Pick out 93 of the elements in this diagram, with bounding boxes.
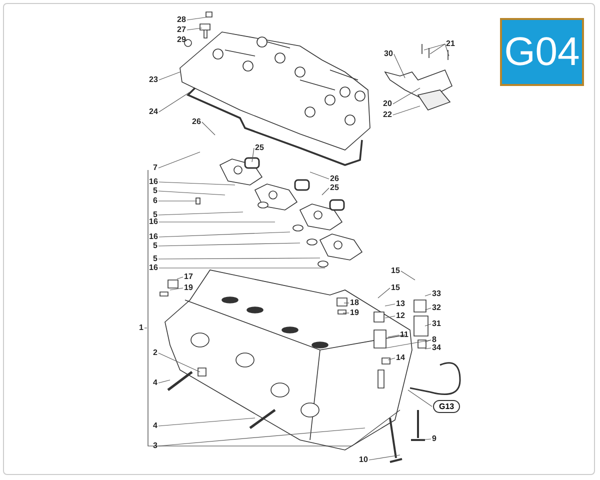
leader-line — [384, 316, 396, 318]
callout-number: 24 — [149, 107, 158, 117]
callout-number: 26 — [192, 117, 201, 127]
callout-number: 20 — [383, 99, 392, 109]
callout-number: 15 — [391, 266, 400, 276]
leader-line — [368, 454, 400, 460]
leader-line — [170, 288, 184, 290]
callout-number: 16 — [149, 263, 158, 273]
leader-line — [158, 380, 170, 384]
leader-line — [158, 72, 180, 80]
callout-number: 21 — [446, 39, 455, 49]
leader-line — [158, 152, 200, 168]
callout-number: 33 — [432, 289, 441, 299]
callout-number: 12 — [396, 311, 405, 321]
callout-number: 5 — [153, 186, 158, 196]
leader-line — [408, 390, 432, 407]
leader-line — [420, 438, 432, 440]
callout-number: 1 — [139, 323, 144, 333]
callout-number: 5 — [153, 241, 158, 251]
callout-number: 11 — [400, 330, 408, 340]
leader-line — [392, 88, 420, 104]
callout-number: 25 — [255, 143, 264, 153]
leader-line — [394, 54, 406, 78]
leader-line — [158, 92, 190, 112]
leader-line — [388, 358, 396, 360]
leader-line — [322, 188, 330, 196]
callout-number: 32 — [432, 303, 441, 313]
callout-number: 30 — [384, 49, 393, 59]
leader-line — [344, 302, 350, 304]
callout-number: 10 — [359, 455, 368, 465]
leader-line — [444, 44, 450, 56]
leader-line — [202, 122, 216, 136]
leader-line — [158, 200, 198, 202]
callout-number: 13 — [396, 299, 405, 309]
leader-line — [388, 334, 400, 338]
leader-line — [158, 182, 236, 186]
callout-number: 18 — [350, 298, 359, 308]
leader-line — [424, 44, 446, 50]
leader-line — [158, 212, 244, 216]
callout-number: 8 — [432, 335, 436, 345]
leader-line — [430, 44, 446, 54]
leader-line — [424, 294, 432, 296]
callout-number: 3 — [153, 441, 158, 451]
callout-number: 29 — [177, 35, 186, 45]
leader-line — [424, 340, 432, 342]
leader-line — [158, 190, 226, 196]
callout-number: 25 — [330, 183, 339, 193]
leader-line — [342, 312, 350, 314]
callout-number: 16 — [149, 177, 158, 187]
page-code-badge: G04 — [500, 18, 584, 86]
leader-line — [386, 340, 432, 348]
callout-number: 16 — [149, 217, 158, 227]
callout-number: 9 — [432, 434, 436, 444]
leader-line — [424, 308, 432, 310]
callout-number: 31 — [432, 319, 441, 329]
callout-number: 34 — [432, 343, 441, 353]
callout-number: 15 — [391, 283, 400, 293]
leader-line — [424, 324, 432, 326]
leader-line — [392, 106, 420, 116]
callout-number: 14 — [396, 353, 405, 363]
leader-line — [158, 352, 200, 372]
callout-number: 4 — [153, 421, 158, 431]
leader-line — [176, 276, 184, 280]
callout-number: 2 — [153, 348, 158, 358]
callout-number: 26 — [330, 174, 339, 184]
leader-line — [158, 428, 366, 446]
callout-number: 27 — [177, 25, 186, 35]
leader-line — [186, 28, 202, 30]
leader-line — [252, 148, 254, 162]
leader-line — [384, 304, 396, 306]
leader-line — [186, 16, 208, 20]
cylinder-head-exploded-drawing — [160, 12, 461, 463]
callout-number: 5 — [153, 254, 158, 264]
leader-line — [310, 172, 330, 180]
callout-number: 19 — [350, 308, 359, 318]
leader-line — [424, 348, 432, 350]
leader-line — [158, 232, 290, 238]
leader-line — [186, 40, 188, 42]
callout-number: 19 — [184, 283, 193, 293]
callout-number: 6 — [153, 196, 158, 206]
callout-number: 4 — [153, 378, 158, 388]
callout-number: 16 — [149, 232, 158, 242]
callout-number: 17 — [184, 272, 193, 282]
leader-line — [158, 242, 300, 246]
leader-line — [158, 418, 256, 426]
leader-line — [378, 288, 390, 298]
leader-line — [400, 270, 416, 280]
callout-number: 22 — [383, 110, 392, 120]
callout-number: 28 — [177, 15, 186, 25]
callout-number: 23 — [149, 75, 158, 85]
leader-line — [158, 258, 320, 260]
callout-number: 5 — [153, 210, 158, 220]
callout-number: 7 — [153, 163, 158, 173]
